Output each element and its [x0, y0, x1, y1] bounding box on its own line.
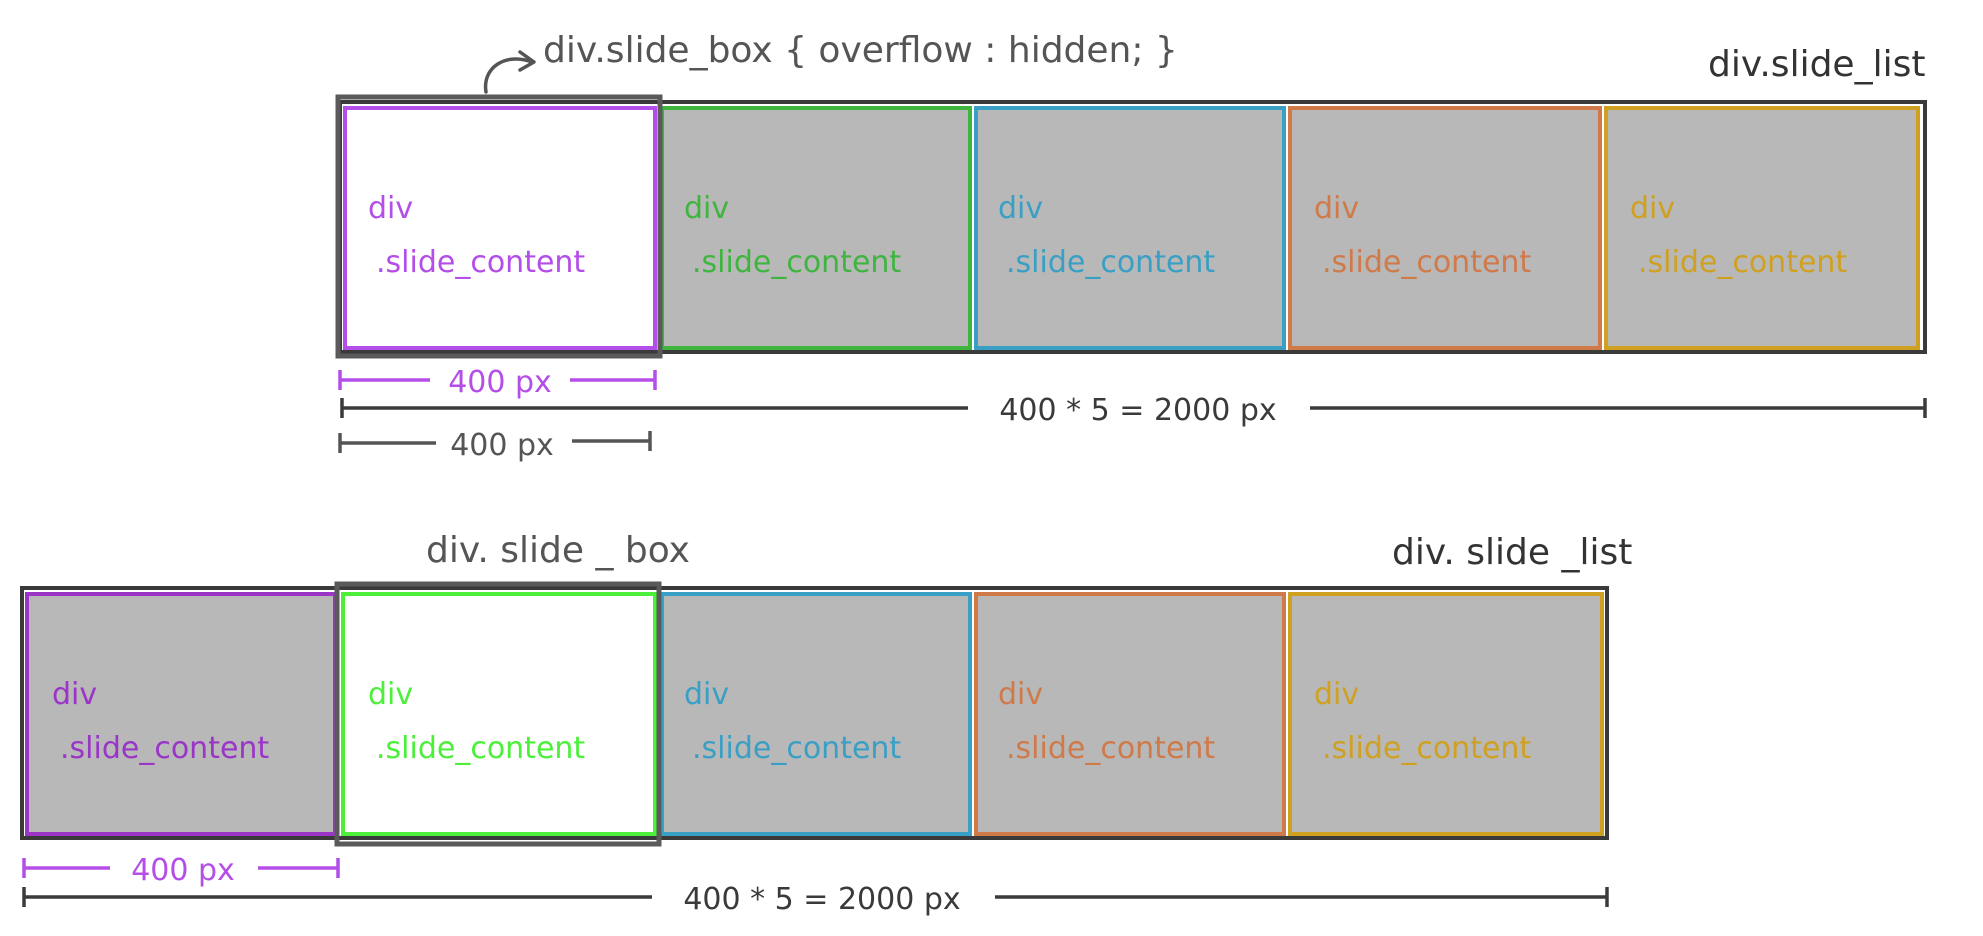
bottom-slide-content-5	[1288, 592, 1604, 836]
bottom-dim-list-text: 400 * 5 = 2000 px	[683, 882, 960, 917]
bottom-slide-content-1	[25, 592, 337, 836]
top-diagram: div .slide_content div .slide_content di…	[335, 30, 1927, 463]
top-dim-list: 400 * 5 = 2000 px	[340, 393, 1927, 428]
top-slide-3-line2: .slide_content	[1006, 245, 1215, 280]
top-dim-box: 400 px	[338, 428, 652, 463]
top-slide-content-2	[660, 106, 972, 350]
bottom-slide-1-line1: div	[52, 677, 97, 712]
bottom-slide-content-4	[974, 592, 1286, 836]
top-slide-content-3	[974, 106, 1286, 350]
top-callout-arrowhead	[518, 50, 536, 72]
top-slide-content-1	[343, 106, 657, 350]
bottom-slide-4-line2: .slide_content	[1006, 731, 1215, 766]
bottom-slide-box-label: div. slide _ box	[426, 530, 690, 571]
bottom-slide-5-line2: .slide_content	[1322, 731, 1531, 766]
top-slide-3: div .slide_content	[974, 106, 1286, 350]
top-slide-1-line2: .slide_content	[376, 245, 585, 280]
top-slide-2-line2: .slide_content	[692, 245, 901, 280]
top-slide-4-line2: .slide_content	[1322, 245, 1531, 280]
top-slide-list-label: div.slide_list	[1708, 44, 1925, 85]
bottom-slide-3: div .slide_content	[660, 592, 972, 836]
top-slide-1: div .slide_content	[343, 106, 657, 350]
bottom-slide-3-line1: div	[684, 677, 729, 712]
top-dim-slide: 400 px	[338, 365, 657, 400]
bottom-slide-2-line1: div	[368, 677, 413, 712]
bottom-slide-1-line2: .slide_content	[60, 731, 269, 766]
top-slide-5-line2: .slide_content	[1638, 245, 1847, 280]
bottom-slide-2-line2: .slide_content	[376, 731, 585, 766]
top-slide-4-line1: div	[1314, 191, 1359, 226]
top-slide-5-line1: div	[1630, 191, 1675, 226]
top-slide-content-4	[1288, 106, 1602, 350]
bottom-dim-slide: 400 px	[22, 853, 340, 888]
top-slide-content-5	[1604, 106, 1920, 350]
top-slide-2: div .slide_content	[660, 106, 972, 350]
bottom-slide-5-line1: div	[1314, 677, 1359, 712]
bottom-dim-slide-text: 400 px	[131, 853, 235, 888]
top-slide-4: div .slide_content	[1288, 106, 1602, 350]
bottom-slide-4: div .slide_content	[974, 592, 1286, 836]
bottom-slide-2: div .slide_content	[341, 592, 657, 836]
top-slide-2-line1: div	[684, 191, 729, 226]
bottom-slide-3-line2: .slide_content	[692, 731, 901, 766]
top-dim-list-text: 400 * 5 = 2000 px	[999, 393, 1276, 428]
bottom-slide-1: div .slide_content	[25, 592, 337, 836]
bottom-slide-box-frame	[334, 581, 662, 847]
top-callout-arrow	[483, 57, 534, 94]
bottom-dim-list: 400 * 5 = 2000 px	[22, 882, 1609, 917]
bottom-diagram: div .slide_content div .slide_content di…	[20, 530, 1632, 917]
bottom-slide-content-3	[660, 592, 972, 836]
top-slide-1-line1: div	[368, 191, 413, 226]
top-slide-3-line1: div	[998, 191, 1043, 226]
top-dim-slide-text: 400 px	[448, 365, 552, 400]
top-slide-box-frame	[335, 94, 663, 359]
bottom-slide-list-frame	[20, 586, 1609, 840]
bottom-slide-list-label: div. slide _list	[1392, 532, 1632, 573]
bottom-slide-content-2	[341, 592, 657, 836]
bottom-slide-4-line1: div	[998, 677, 1043, 712]
top-dim-box-text: 400 px	[450, 428, 554, 463]
top-slide-box-label: div.slide_box { overflow : hidden; }	[543, 30, 1178, 71]
top-slide-5: div .slide_content	[1604, 106, 1920, 350]
bottom-slide-5: div .slide_content	[1288, 592, 1604, 836]
